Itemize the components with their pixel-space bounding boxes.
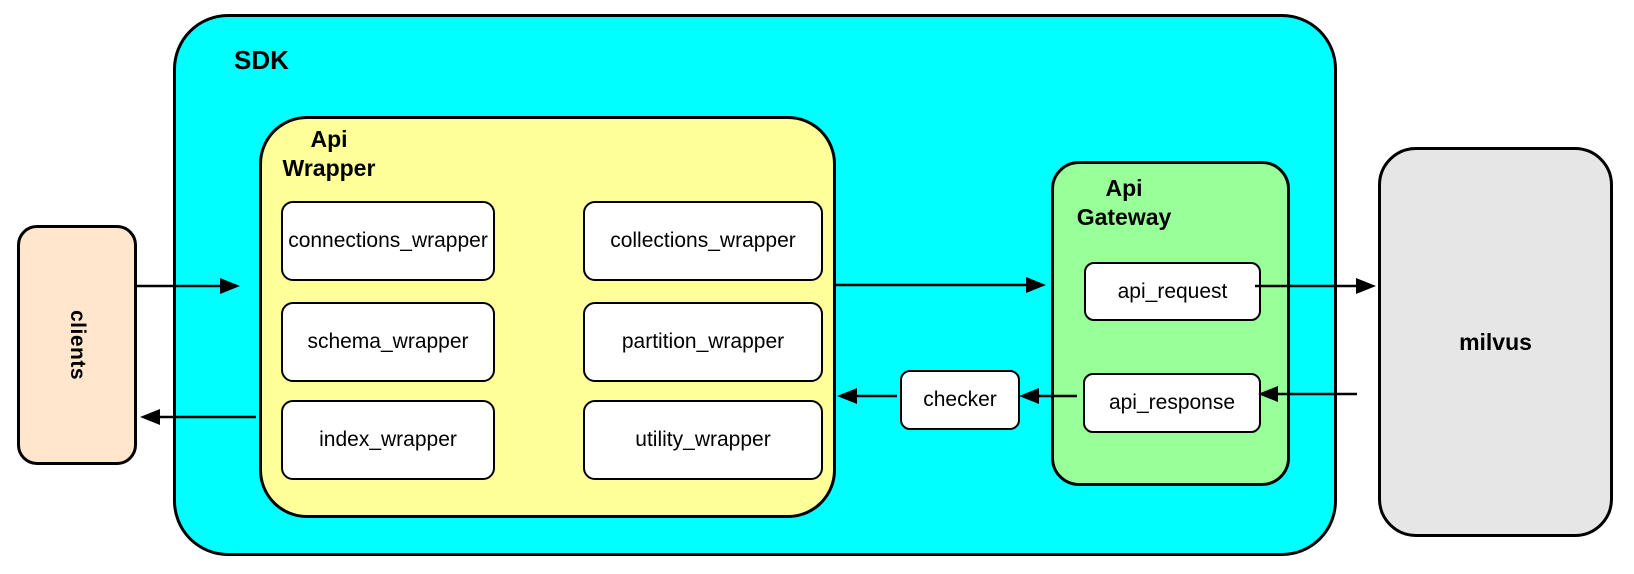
module-utility-wrapper: utility_wrapper — [583, 400, 823, 480]
milvus-box: milvus — [1378, 147, 1613, 537]
module-index-wrapper: index_wrapper — [281, 400, 495, 480]
module-partition-wrapper: partition_wrapper — [583, 302, 823, 382]
api-wrapper-label-line2: Wrapper — [282, 154, 376, 181]
clients-box: clients — [17, 225, 137, 465]
api-wrapper-label: Api Wrapper — [274, 125, 384, 183]
module-schema-wrapper: schema_wrapper — [281, 302, 495, 382]
api-gateway-label-line1: Api — [1105, 175, 1143, 201]
api-response-box: api_response — [1083, 373, 1261, 433]
module-collections-wrapper: collections_wrapper — [583, 201, 823, 281]
api-wrapper-label-line1: Api — [310, 126, 348, 152]
sdk-container: SDK Api Wrapper connections_wrapper coll… — [173, 14, 1337, 556]
sdk-label: SDK — [234, 45, 289, 75]
api-gateway-label-line2: Gateway — [1076, 203, 1172, 230]
milvus-label: milvus — [1459, 328, 1532, 355]
api-wrapper-container: Api Wrapper connections_wrapper collecti… — [259, 116, 836, 518]
clients-label: clients — [66, 309, 89, 381]
api-gateway-label: Api Gateway — [1059, 174, 1189, 232]
checker-box: checker — [900, 370, 1020, 430]
module-connections-wrapper: connections_wrapper — [281, 201, 495, 281]
api-request-box: api_request — [1084, 262, 1261, 321]
api-gateway-container: Api Gateway api_request api_response — [1051, 161, 1290, 486]
